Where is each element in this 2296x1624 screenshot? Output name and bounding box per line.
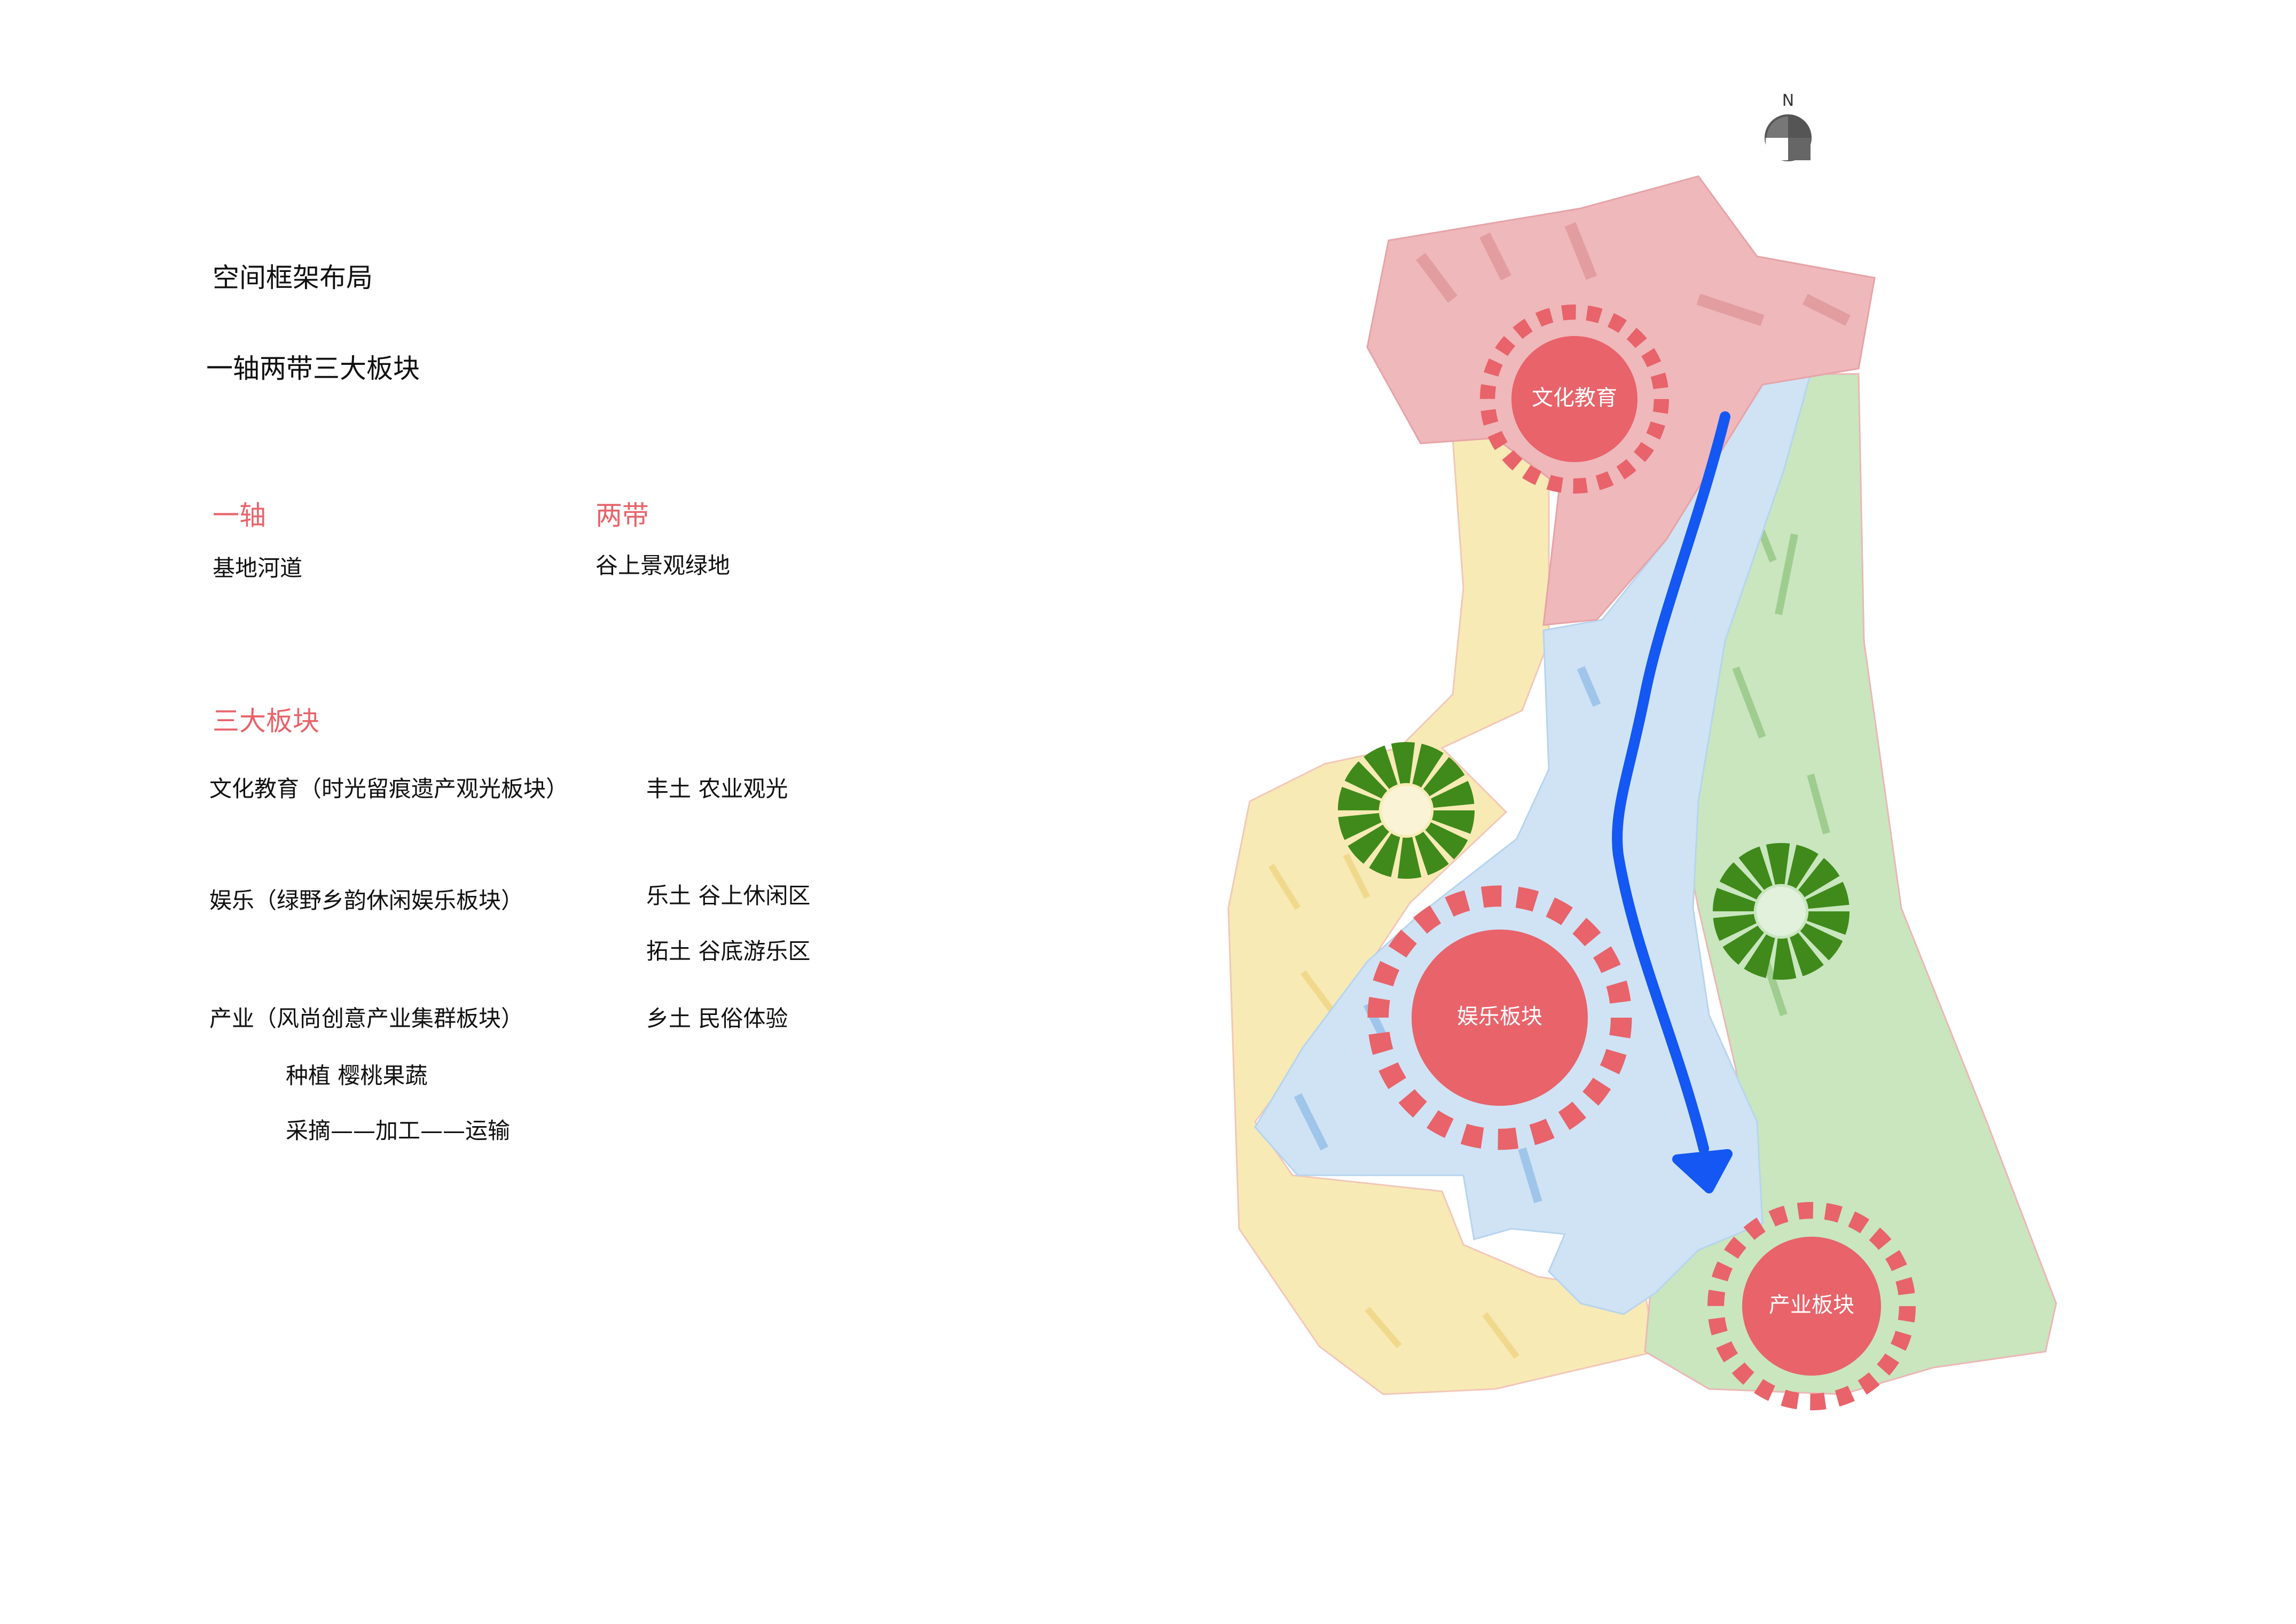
block-left-item: 产业（风尚创意产业集群板块） bbox=[209, 1005, 524, 1032]
green-node-east-ring bbox=[1712, 843, 1850, 980]
culture-hub bbox=[1479, 304, 1669, 494]
green-node-west-ring bbox=[1337, 742, 1475, 879]
block-right-item: 丰土 农业观光 bbox=[646, 776, 788, 802]
culture-hub-ring bbox=[1479, 304, 1669, 494]
river-axis-line bbox=[1612, 411, 1730, 1154]
river-axis-arrowhead-icon bbox=[1672, 1149, 1733, 1193]
block-left-item: 文化教育（时光留痕遗产观光板块） bbox=[209, 776, 569, 802]
axis-text: 基地河道 bbox=[213, 555, 303, 581]
block-left-item: 种植 樱桃果蔬 bbox=[286, 1063, 428, 1089]
block-left-item: 采摘——加工——运输 bbox=[286, 1118, 511, 1144]
entertainment-hub bbox=[1367, 885, 1632, 1150]
industry-hub-core bbox=[1742, 1237, 1881, 1376]
industry-hub bbox=[1707, 1202, 1916, 1411]
zone-nodes bbox=[1337, 304, 1916, 1411]
belts-heading: 两带 bbox=[595, 500, 649, 531]
green-node-east bbox=[1712, 843, 1850, 980]
entertainment-hub-core bbox=[1412, 930, 1588, 1106]
north-label: N bbox=[1782, 91, 1794, 110]
culture-hub-core bbox=[1511, 336, 1637, 462]
zone-label-industry: 产业板块 bbox=[1769, 1293, 1854, 1317]
block-right-item: 乡土 民俗体验 bbox=[646, 1005, 788, 1032]
entertainment-hub-ring bbox=[1367, 885, 1632, 1150]
green-node-east-hub bbox=[1756, 886, 1806, 936]
green-node-west bbox=[1337, 742, 1475, 879]
page-title: 空间框架布局 bbox=[213, 262, 373, 293]
block-left-item: 娱乐（绿野乡韵休闲娱乐板块） bbox=[209, 887, 524, 914]
river-valley-hatch bbox=[1294, 666, 1601, 1204]
west-belt-hatch bbox=[1268, 853, 1519, 1359]
zone-label-culture: 文化教育 bbox=[1532, 386, 1617, 410]
green-node-west-hub bbox=[1381, 785, 1431, 836]
page-subtitle: 一轴两带三大板块 bbox=[206, 353, 420, 384]
block-right-item: 拓土 谷底游乐区 bbox=[646, 938, 811, 964]
culture-zone-hatch bbox=[1416, 222, 1851, 326]
blocks-heading: 三大板块 bbox=[213, 706, 319, 737]
belts-text: 谷上景观绿地 bbox=[595, 552, 731, 579]
north-arrow-icon: N bbox=[1765, 91, 1812, 161]
axis-heading: 一轴 bbox=[213, 500, 266, 531]
zone-label-entertainment: 娱乐板块 bbox=[1457, 1004, 1542, 1029]
industry-hub-ring bbox=[1707, 1202, 1916, 1411]
block-right-item: 乐土 谷上休闲区 bbox=[646, 883, 811, 909]
